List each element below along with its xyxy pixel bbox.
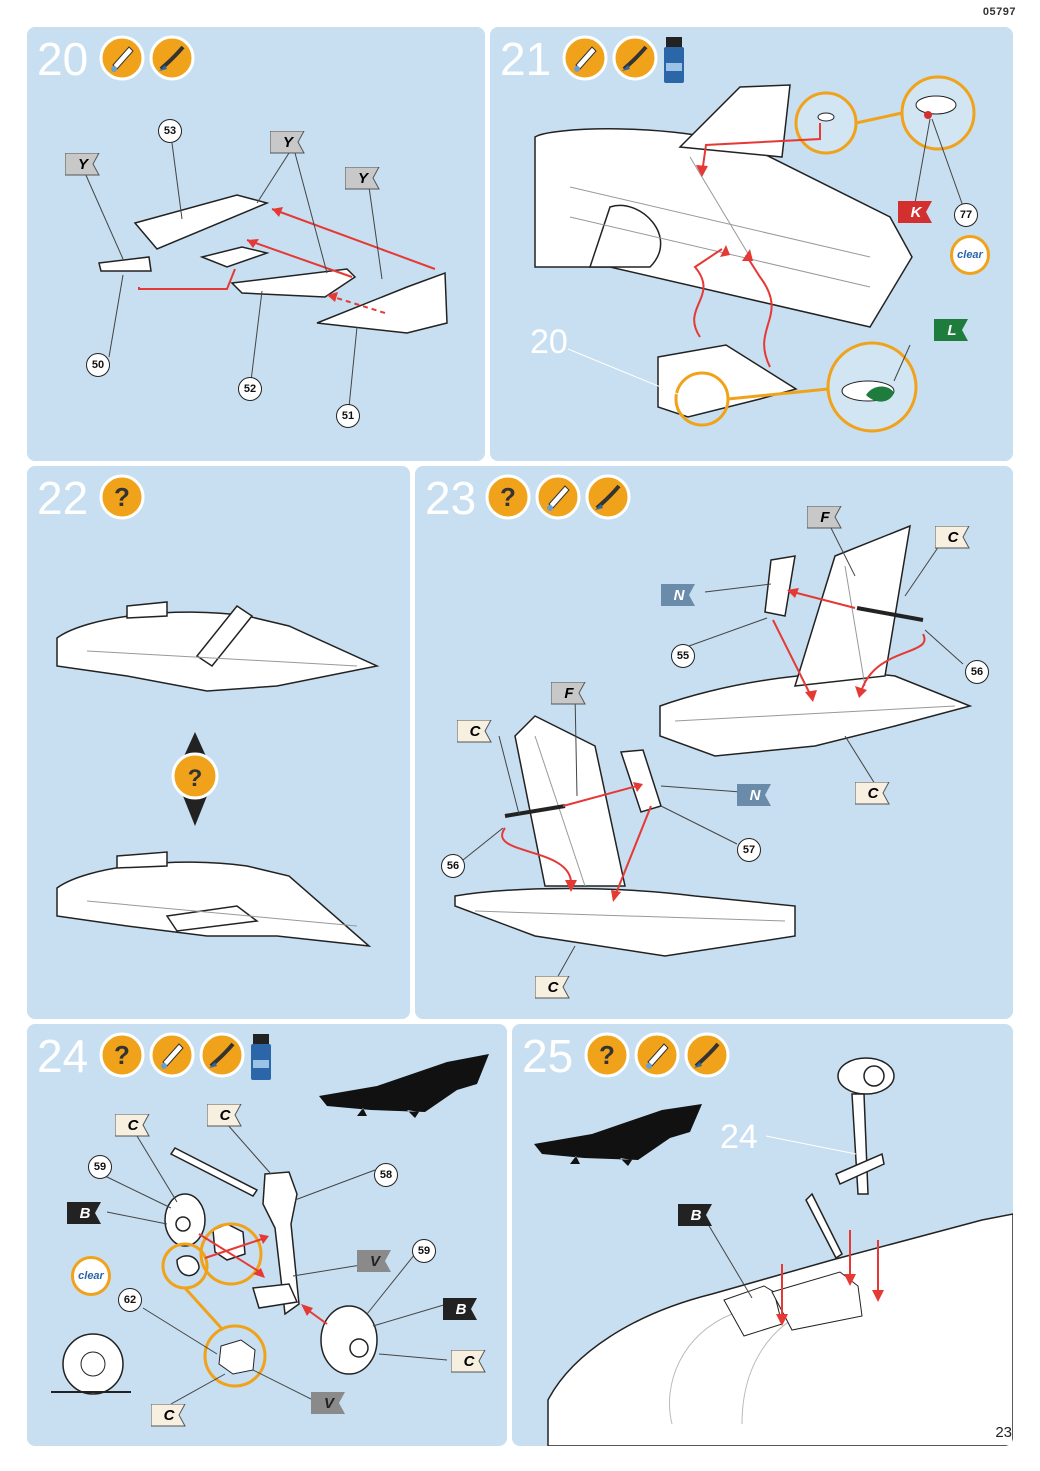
question-icon: ? — [99, 474, 145, 520]
clear-paint-bottle-icon — [664, 37, 684, 83]
part-number-77: 77 — [954, 203, 978, 227]
decal-flag-c: C — [114, 1113, 155, 1143]
decal-flag-y: Y — [269, 130, 310, 160]
decal-flag-b: B — [67, 1202, 107, 1231]
decal-flag-f: F — [806, 505, 847, 535]
glue-icon — [535, 474, 581, 520]
decal-flag-c: C — [534, 975, 575, 1005]
product-code: 05797 — [982, 6, 1016, 18]
step-25-panel: 25 ? 24 B — [512, 1024, 1013, 1446]
decal-flag-y: Y — [344, 166, 385, 196]
step-number: 20 — [37, 33, 89, 85]
svg-text:?: ? — [114, 1040, 130, 1070]
step-icons: ? — [485, 474, 631, 520]
part-number-59: 59 — [412, 1239, 436, 1263]
step-24-drawing — [51, 1054, 489, 1405]
svg-text:?: ? — [114, 482, 130, 512]
part-number-56: 56 — [965, 660, 989, 684]
question-icon: ? — [188, 765, 203, 792]
part-number-52: 52 — [238, 377, 262, 401]
step-23-drawing — [454, 523, 973, 979]
step-number: 23 — [425, 472, 477, 524]
glue-icon — [99, 35, 145, 81]
subassembly-ref-24: 24 — [720, 1118, 758, 1156]
paint-brush-icon — [612, 35, 658, 81]
subassembly-ref-20: 20 — [530, 323, 568, 361]
question-icon: ? — [485, 474, 531, 520]
paint-brush-icon — [684, 1032, 730, 1078]
decal-flag-c: C — [456, 719, 497, 749]
step-icons: ? — [584, 1032, 730, 1078]
clear-part-badge: clear — [950, 235, 990, 275]
part-number-57: 57 — [737, 838, 761, 862]
step-22-drawing: ? — [56, 601, 380, 948]
part-number-50: 50 — [86, 353, 110, 377]
step-icons: ? — [99, 1032, 273, 1082]
paint-brush-icon — [585, 474, 631, 520]
part-number-58: 58 — [374, 1163, 398, 1187]
step-icons — [99, 35, 195, 81]
step-21-panel: 21 — [490, 27, 1013, 461]
part-number-59: 59 — [88, 1155, 112, 1179]
decal-flag-c: C — [450, 1349, 491, 1379]
decal-flag-y: Y — [64, 152, 105, 182]
part-number-51: 51 — [336, 404, 360, 428]
silhouette-aircraft-icon — [534, 1104, 702, 1166]
decal-flag-l: L — [934, 319, 974, 348]
part-number-53: 53 — [158, 119, 182, 143]
part-number-55: 55 — [671, 644, 695, 668]
step-icons: ? — [99, 474, 145, 520]
decal-flag-c: C — [934, 525, 975, 555]
step-number: 25 — [522, 1030, 574, 1082]
step-25-drawing — [534, 1057, 1013, 1446]
glue-icon — [562, 35, 608, 81]
decal-flag-c: C — [206, 1103, 247, 1133]
step-number: 21 — [500, 33, 552, 85]
silhouette-aircraft-icon — [319, 1054, 489, 1118]
decal-flag-c: C — [150, 1403, 191, 1433]
decal-flag-n: N — [661, 584, 701, 613]
decal-flag-n: N — [737, 784, 777, 813]
step-24-panel: 24 ? — [27, 1024, 507, 1446]
decal-flag-f: F — [550, 681, 591, 711]
step-icons — [562, 35, 686, 85]
step-23-panel: 23 ? — [415, 466, 1013, 1019]
decal-flag-v: V — [357, 1250, 397, 1279]
step-21-drawing — [534, 75, 976, 433]
paint-brush-icon — [199, 1032, 245, 1078]
glue-icon — [634, 1032, 680, 1078]
step-20-drawing — [84, 142, 448, 408]
decal-flag-v: V — [311, 1392, 351, 1421]
clear-paint-bottle-icon — [251, 1034, 271, 1080]
decal-flag-c: C — [854, 781, 895, 811]
svg-text:?: ? — [500, 482, 516, 512]
question-icon: ? — [584, 1032, 630, 1078]
part-number-62: 62 — [118, 1288, 142, 1312]
decal-flag-b: B — [678, 1204, 718, 1233]
step-20-panel: 20 — [27, 27, 485, 461]
paint-brush-icon — [149, 35, 195, 81]
decal-flag-k: K — [898, 201, 938, 230]
glue-icon — [149, 1032, 195, 1078]
step-number: 22 — [37, 472, 89, 524]
question-icon: ? — [99, 1032, 145, 1078]
svg-text:?: ? — [599, 1040, 615, 1070]
part-number-56: 56 — [441, 854, 465, 878]
step-number: 24 — [37, 1030, 89, 1082]
page-number: 23 — [995, 1424, 1012, 1441]
step-22-panel: 22 ? ? — [27, 466, 410, 1019]
decal-flag-b: B — [443, 1298, 483, 1327]
clear-part-badge: clear — [71, 1256, 111, 1296]
